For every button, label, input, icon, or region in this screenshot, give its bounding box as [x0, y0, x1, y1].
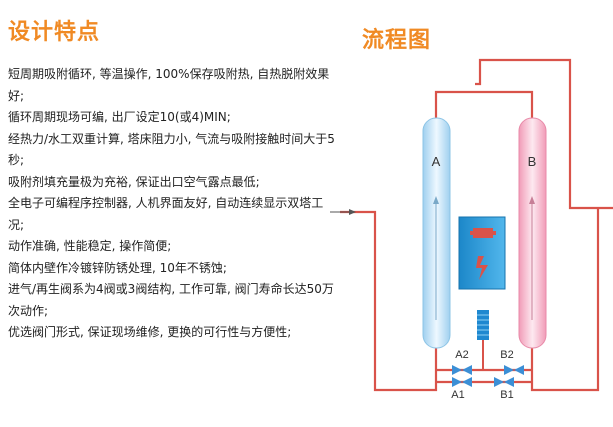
feature-item: 吸附剂填充量极为充裕, 保证出口空气露点最低; [8, 174, 260, 189]
valve-a2-label: A2 [455, 349, 468, 361]
feature-item: 动作准确, 性能稳定, 操作简便; [8, 239, 172, 253]
outlet-pipe [475, 58, 613, 210]
tower-a [422, 117, 451, 349]
feature-item: 优选阀门形式, 保证现场维修, 更换的可行性与方便性; [8, 325, 292, 339]
feature-item: 进气/再生阀系为4阀或3阀结构, 工作可靠, 阀门寿命长达50万次动作; [8, 282, 334, 318]
valve-a2-icon [452, 365, 472, 375]
valve-a1-label: A1 [451, 389, 464, 401]
regen-exhaust-pipe [530, 208, 600, 392]
heater-panel [458, 216, 506, 290]
feature-item: 经热力/水工双重计算, 塔床阻力小, 气流与吸附接触时间大于5秒; [8, 131, 335, 168]
feature-item: 全电子可编程序控制器, 人机界面友好, 自动连续显示双塔工况; [8, 196, 324, 232]
valve-b1-icon [494, 377, 514, 387]
feature-item: 简体内壁作冷镀锌防锈处理, 10年不锈蚀; [8, 260, 227, 275]
tower-a-label: A [432, 154, 441, 169]
electric-bolt-icon [476, 256, 488, 280]
valve-b2-icon [504, 365, 524, 375]
valve-b2-label: B2 [500, 349, 513, 361]
feature-item: 短周期吸附循环, 等温操作, 100%保存吸附热, 自热脱附效果好; [8, 67, 330, 103]
valve-b1-label: B1 [500, 389, 513, 401]
top-crossover-pipe [434, 90, 534, 120]
features-list: 短周期吸附循环, 等温操作, 100%保存吸附热, 自热脱附效果好; 循环周期现… [8, 64, 338, 344]
valve-a1-icon [452, 377, 472, 387]
flowchart-title: 流程图 [362, 28, 432, 53]
inlet-pipe [340, 210, 438, 392]
tower-b-label: B [528, 154, 537, 169]
feature-item: 循环周期现场可编, 出厂设定10(或4)MIN; [8, 110, 231, 124]
silencer [477, 310, 489, 370]
inlet-arrow-icon [330, 209, 356, 215]
features-title: 设计特点 [8, 20, 101, 45]
tower-b [518, 117, 547, 349]
